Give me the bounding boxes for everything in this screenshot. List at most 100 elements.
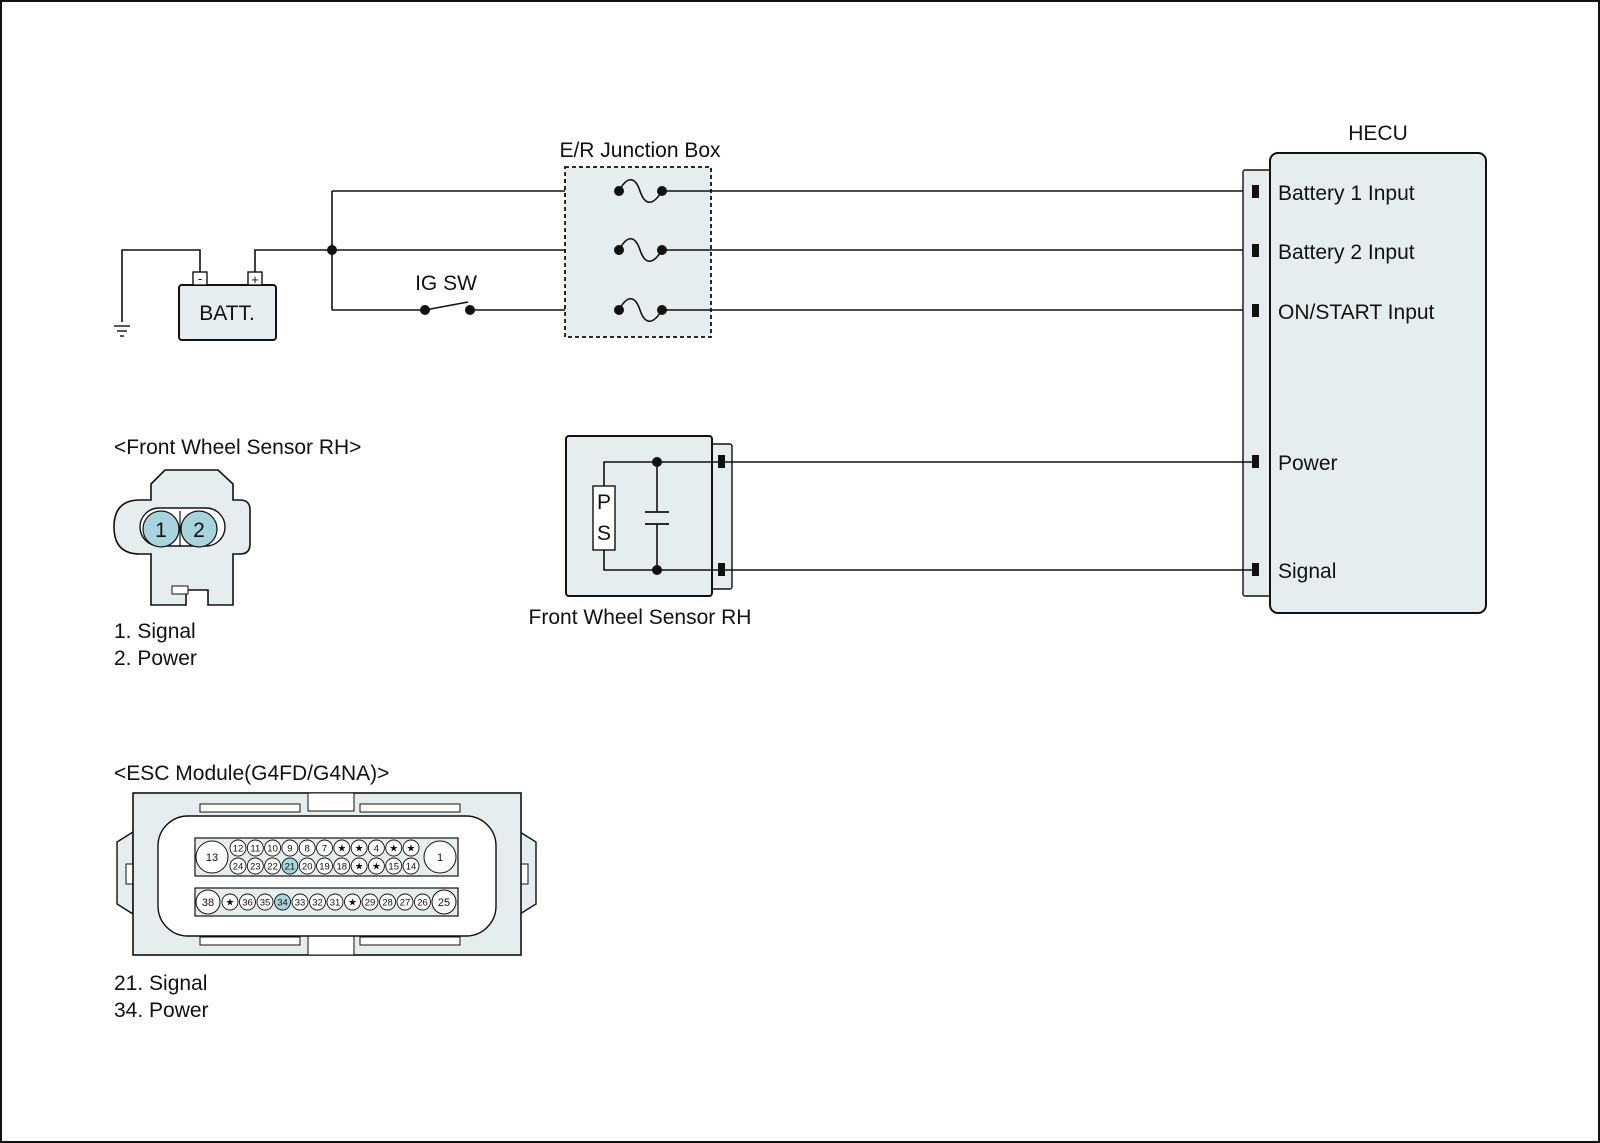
connector-pin [333,857,351,875]
pin-number: 8 [305,844,310,855]
connector-pin-large [195,889,221,915]
connector-pin [385,857,403,875]
hecu-pin-label: Signal [1278,560,1336,583]
front-wheel-sensor: P S Front Wheel Sensor RH [529,435,752,629]
connector-pin [298,857,316,875]
connector-pin [402,839,420,857]
pin-number: 22 [267,862,278,873]
pin-number: 10 [267,844,278,855]
connector-pin [281,857,299,875]
pin-number: ★ [407,844,416,855]
connector-pin [350,857,368,875]
pin-number: 31 [330,898,341,909]
battery-plus-sign: + [251,272,259,287]
pin-number: 13 [206,852,218,864]
hecu-pin-label: Power [1278,452,1338,475]
junction-box-label: E/R Junction Box [559,139,721,162]
sensor-label: Front Wheel Sensor RH [529,606,752,629]
pin-number: 19 [319,862,330,873]
pin-number: ★ [337,844,346,855]
connector-pin [316,839,333,857]
connector-pin [350,839,368,857]
connector-pin [246,839,264,857]
splice-dot [327,245,337,255]
pin-number: ★ [355,844,364,855]
connector-pin [180,510,218,548]
connector-pin [264,839,282,857]
pin-number: 38 [202,897,214,909]
connector-pin [298,839,316,857]
pin-number: 21 [285,862,296,873]
pin-number: 4 [374,844,379,855]
connector-pin [379,893,396,911]
sensor-element-s: S [597,522,611,545]
legend-line: 34. Power [114,999,209,1022]
pin-number: 14 [406,862,417,873]
pin-number: 34 [277,898,288,909]
pin-number: 35 [260,898,271,909]
pin-number: 23 [250,862,261,873]
connector-pin [326,893,344,911]
battery-label: BATT. [199,302,255,325]
pin-number: 18 [337,862,348,873]
connector-pin [385,839,403,857]
hecu-label: HECU [1348,122,1408,145]
connector-pin [229,839,247,857]
hecu-pin-label: ON/START Input [1278,301,1435,324]
battery: - + BATT. [178,271,277,341]
ig-switch: IG SW [415,272,477,315]
connector-pin [344,893,361,911]
pin-number: 7 [322,844,327,855]
esc-connector: <ESC Module(G4FD/G4NA)> 13 1 38 25 12 11 1… [114,762,537,1022]
pin-number: 25 [438,897,450,909]
pin-number: ★ [348,898,357,909]
connector-pin [367,839,385,857]
connector-pin-large [195,840,229,874]
pin-number: ★ [389,844,398,855]
connector-pin [333,839,351,857]
connector-pin [281,839,299,857]
hecu-pin-label: Battery 1 Input [1278,182,1415,205]
connector-pin [264,857,282,875]
ig-sw-label: IG SW [415,272,477,295]
pin-number: 28 [382,898,393,909]
pin-number: 27 [400,898,411,909]
capacitor-icon [645,511,669,525]
ground-icon [114,325,130,337]
pin-number: 11 [250,844,260,855]
battery-minus-sign: - [198,271,202,286]
junction-box: E/R Junction Box [559,139,721,338]
connector-pin [367,857,385,875]
pin-number: 26 [417,898,428,909]
connector-pin [396,893,414,911]
pin-number: 20 [302,862,313,873]
pin-number: 2 [193,519,205,542]
connector-pin [291,893,309,911]
pin-number: 15 [388,862,399,873]
pin-number: 32 [312,898,323,909]
pin-number: 24 [233,862,244,873]
pin-number: ★ [372,862,381,873]
pin-number: 29 [365,898,376,909]
legend-line: 2. Power [114,647,197,670]
pin-number: 12 [233,844,244,855]
battery-positive-wire [254,249,332,272]
hecu-pin-label: Battery 2 Input [1278,241,1415,264]
connector-pin [274,893,291,911]
connector-pin [221,893,239,911]
legend-line: 21. Signal [114,972,207,995]
pin-number: ★ [355,862,364,873]
legend-line: 1. Signal [114,620,196,643]
connector-pin [239,893,256,911]
connector-pin [246,857,264,875]
connector-pin [361,893,379,911]
front-sensor-connector: <Front Wheel Sensor RH> 1 2 1. Signal 2.… [113,436,361,670]
connector-pin [402,857,420,875]
esc-connector-title: <ESC Module(G4FD/G4NA)> [114,762,389,785]
pin-number: 1 [437,852,443,864]
connector-pin-large [423,840,457,874]
connector-pin [256,893,274,911]
front-sensor-connector-title: <Front Wheel Sensor RH> [114,436,361,459]
